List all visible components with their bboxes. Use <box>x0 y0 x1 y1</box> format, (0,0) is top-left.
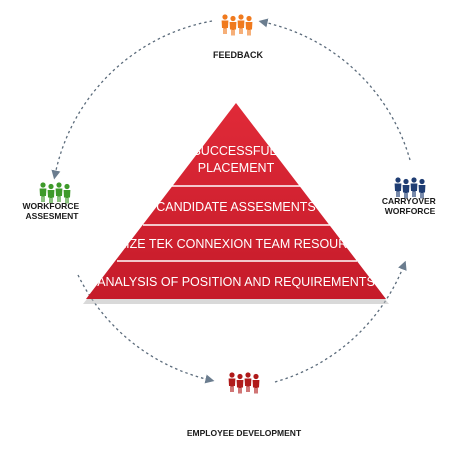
tier-successful-placement: SUCCESSFUL PLACEMENT <box>192 144 279 175</box>
carryover-people-icon <box>394 177 426 199</box>
person-icon <box>245 15 253 36</box>
person-icon <box>47 183 55 204</box>
person-icon <box>229 15 237 36</box>
development-people-icon <box>228 372 260 394</box>
workforce-assessment-label: WORKFORCE ASSESMENT <box>22 201 81 221</box>
arc-development-to-carryover <box>274 260 407 383</box>
carryover-workforce-label: CARRYOVER WORFORCE <box>382 196 438 216</box>
person-icon <box>402 178 410 199</box>
pyramid-body <box>86 103 386 299</box>
person-icon <box>228 372 236 392</box>
tier-analysis-position: ANALYSIS OF POSITION AND REQUIREMENTS <box>97 275 375 289</box>
workforce-people-icon <box>39 182 71 204</box>
person-icon <box>252 373 260 394</box>
person-icon <box>410 177 418 197</box>
employee-development-label: EMPLOYEE DEVELOPMENT <box>187 428 302 438</box>
feedback-label: FEEDBACK <box>213 50 264 60</box>
person-icon <box>221 14 229 34</box>
person-icon <box>39 182 47 202</box>
arc-feedback-to-workforce <box>51 20 213 180</box>
person-icon <box>394 177 402 197</box>
pyramid: SUCCESSFUL PLACEMENT CANDIDATE ASSESMENT… <box>83 103 389 304</box>
tier-candidate-assessments: CANDIDATE ASSESMENTS <box>156 200 316 214</box>
person-icon <box>63 183 71 204</box>
person-icon <box>236 373 244 394</box>
feedback-people-icon <box>221 14 253 36</box>
person-icon <box>418 178 426 199</box>
person-icon <box>55 182 63 202</box>
tier-utilize-resources: UTILIZE TEK CONNEXION TEAM RESOURCES <box>99 237 373 251</box>
cycle-arrows <box>51 18 411 384</box>
person-icon <box>237 14 245 34</box>
arc-carryover-to-feedback <box>258 18 411 161</box>
person-icon <box>244 372 252 392</box>
